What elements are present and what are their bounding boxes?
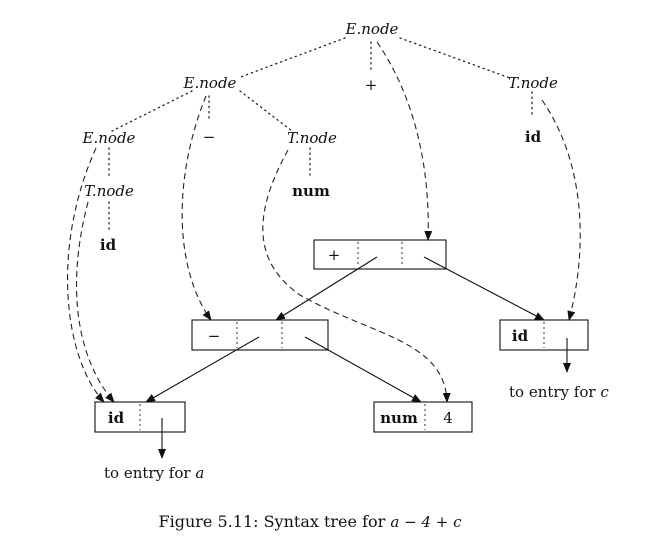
left-id-label: id — [100, 236, 117, 254]
num-leaf-label: num — [292, 182, 330, 200]
plus-node-box: + — [313, 239, 447, 270]
minus-node-box: − — [191, 319, 329, 351]
leaf-id-c-box: id — [499, 319, 589, 351]
left-enode-label: E.node — [183, 74, 237, 92]
leaf-num-value: 4 — [443, 409, 453, 427]
right-id-label: id — [525, 128, 542, 146]
plus-node-op: + — [328, 246, 341, 264]
minus-label: − — [203, 128, 216, 146]
leaf-id-c-label: id — [512, 327, 529, 345]
figure-caption: Figure 5.11: Syntax tree for a − 4 + c — [159, 512, 463, 531]
leaf-id-a-box: id — [94, 401, 186, 433]
syntax-tree-edges — [145, 256, 571, 459]
leaf-num-box: num 4 — [373, 401, 473, 433]
minus-node-op: − — [208, 327, 221, 345]
attribute-pointer-edges — [67, 41, 581, 403]
right-tnode-label: T.node — [508, 74, 558, 92]
entry-a-text: to entry for a — [104, 464, 204, 482]
root-enode-label: E.node — [345, 20, 399, 38]
parse-tree-edges — [108, 37, 533, 231]
leaf-num-label: num — [380, 409, 418, 427]
leaf-id-a-label: id — [108, 409, 125, 427]
inner-enode-label: E.node — [82, 129, 136, 147]
plus-label: + — [365, 76, 378, 94]
mid-tnode-label: T.node — [287, 129, 337, 147]
inner-tnode-label: T.node — [84, 182, 134, 200]
parse-tree-labels: E.node E.node + T.node id E.node − T.nod… — [82, 20, 558, 254]
entry-c-text: to entry for c — [509, 383, 609, 401]
